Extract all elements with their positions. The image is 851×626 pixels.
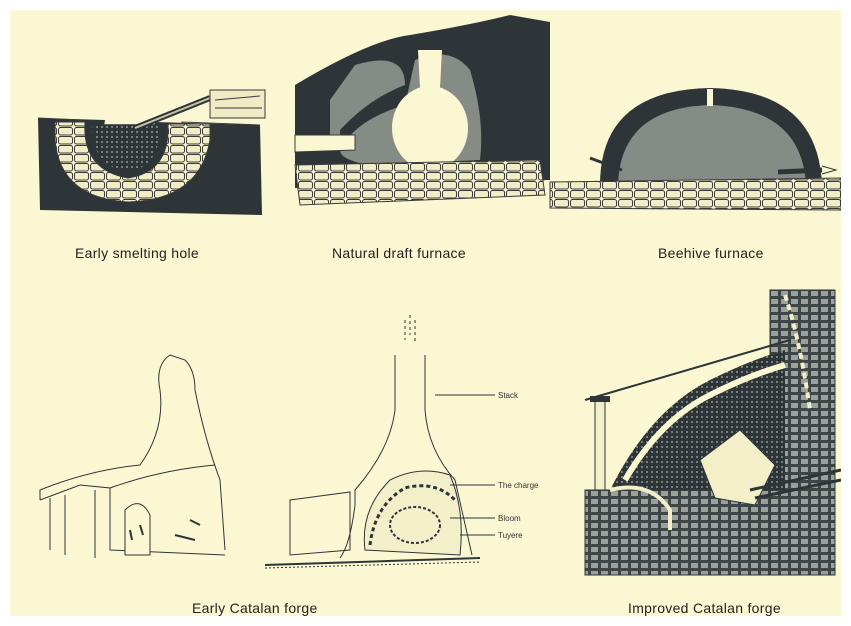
diagram-canvas: Stack The charge Bloom Tuyere Early smel… xyxy=(10,10,841,616)
label-stack: Stack xyxy=(498,391,519,400)
improved-catalan-forge-drawing xyxy=(585,290,841,575)
caption-improved-catalan-forge: Improved Catalan forge xyxy=(628,600,781,616)
caption-beehive-furnace: Beehive furnace xyxy=(658,245,764,261)
beehive-furnace-drawing xyxy=(550,88,841,210)
early-catalan-forge-exterior-drawing xyxy=(40,355,225,558)
natural-draft-furnace-drawing xyxy=(295,15,550,205)
label-bloom: Bloom xyxy=(498,514,521,523)
label-the-charge: The charge xyxy=(498,481,539,490)
caption-early-smelting-hole: Early smelting hole xyxy=(75,245,199,261)
caption-early-catalan-forge: Early Catalan forge xyxy=(192,600,318,616)
label-tuyere: Tuyere xyxy=(498,531,523,540)
caption-natural-draft-furnace: Natural draft furnace xyxy=(332,245,466,261)
early-catalan-forge-section-drawing: Stack The charge Bloom Tuyere xyxy=(265,315,539,568)
furnace-illustrations: Stack The charge Bloom Tuyere xyxy=(10,10,841,616)
early-smelting-hole-drawing xyxy=(38,90,265,215)
